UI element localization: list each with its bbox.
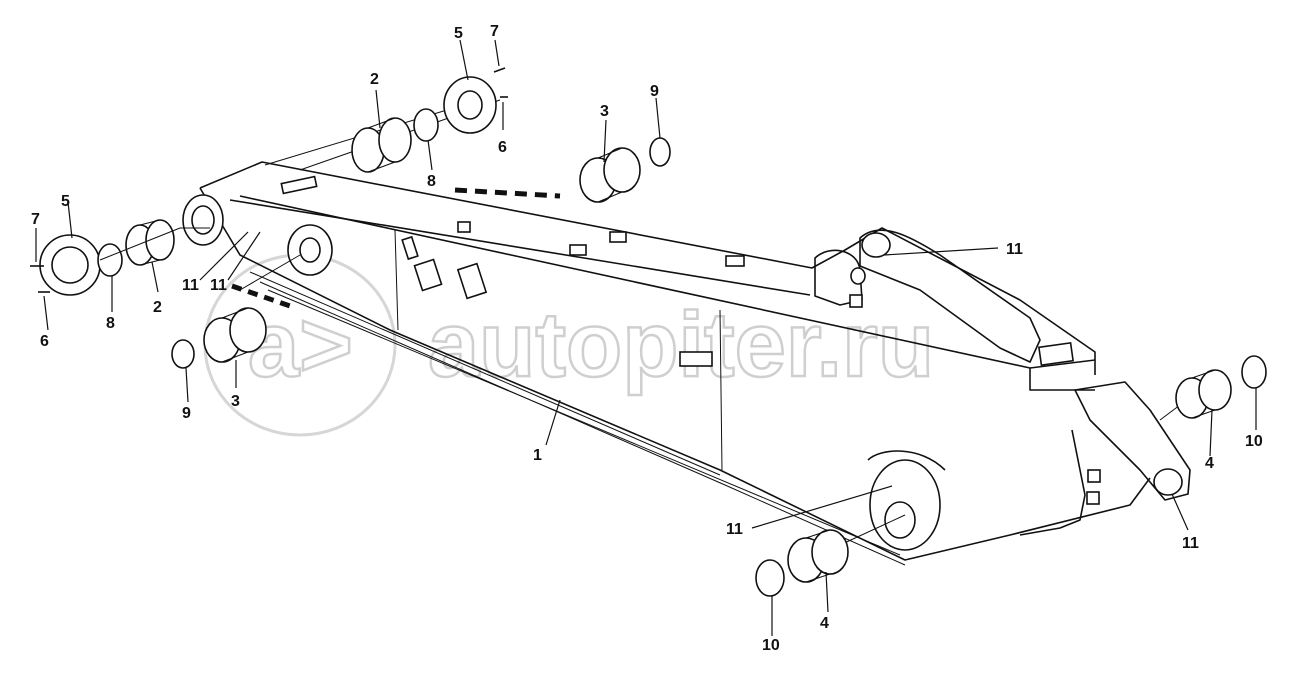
watermark: a> autopiter.ru xyxy=(203,253,935,437)
callout-9-top: 9 xyxy=(650,83,659,100)
seal-10-right xyxy=(1241,355,1267,389)
callout-11-right: 11 xyxy=(1182,535,1199,552)
callout-4-right: 4 xyxy=(1205,455,1214,472)
callout-8-top: 8 xyxy=(427,173,436,190)
bushing-4-bottom-group xyxy=(755,529,849,597)
leader-lines xyxy=(35,39,1257,636)
bushing-3-top-group xyxy=(579,137,671,203)
callout-1: 1 xyxy=(533,447,542,464)
callout-10-right: 10 xyxy=(1245,433,1263,450)
watermark-logo-glyph: a> xyxy=(248,294,353,396)
watermark-text: autopiter.ru xyxy=(428,294,934,396)
callout-6-top: 6 xyxy=(498,139,507,156)
bushing-4-right-group xyxy=(1175,355,1267,419)
seal-8-left xyxy=(97,243,123,277)
callout-8-left: 8 xyxy=(106,315,115,332)
callout-2-top: 2 xyxy=(370,71,379,88)
seal-8-top xyxy=(413,108,439,142)
seal-10-bottom xyxy=(755,559,785,597)
callout-5-left: 5 xyxy=(61,193,70,210)
callout-11-top-right: 11 xyxy=(1006,241,1023,258)
callout-4-bottom: 4 xyxy=(820,615,829,632)
left-pin-parts xyxy=(30,219,181,296)
callout-7-top: 7 xyxy=(490,23,499,40)
callout-11-left-a: 11 xyxy=(182,277,199,294)
bushing-3-left-group xyxy=(171,307,267,369)
callout-7-left: 7 xyxy=(31,211,40,228)
callout-3-top: 3 xyxy=(600,103,609,120)
callout-6-left: 6 xyxy=(40,333,49,350)
callout-3-left: 3 xyxy=(231,393,240,410)
bolt-7-top xyxy=(493,67,506,73)
callout-labels: 1 2 2 3 3 4 4 5 5 6 6 7 7 8 8 9 9 10 10 … xyxy=(31,23,1263,654)
top-pin-parts xyxy=(351,67,508,173)
callout-10-bottom: 10 xyxy=(762,637,780,654)
seal-9-top xyxy=(649,137,671,167)
boom-body xyxy=(182,161,1191,566)
callout-9-left: 9 xyxy=(182,405,191,422)
callout-11-bottom: 11 xyxy=(726,521,743,538)
callout-11-left-b: 11 xyxy=(210,277,227,294)
callout-5-top: 5 xyxy=(454,25,463,42)
callout-2-left: 2 xyxy=(153,299,162,316)
seal-9-left xyxy=(171,339,195,369)
